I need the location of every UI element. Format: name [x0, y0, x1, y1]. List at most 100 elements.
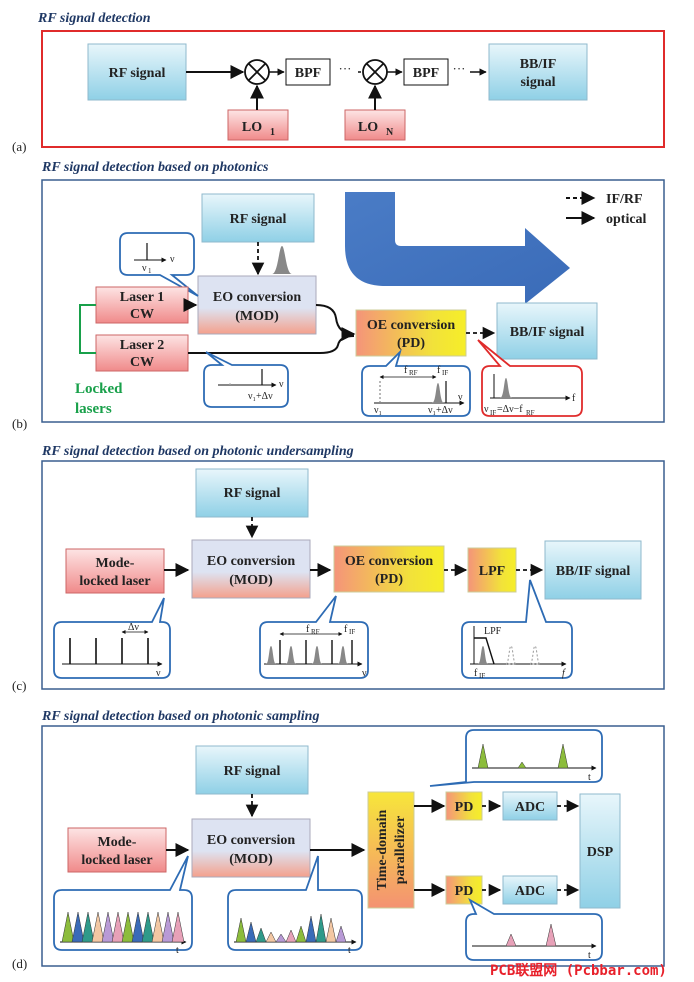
adc-2-label: ADC: [515, 884, 545, 899]
panel-b-oe-label2: (PD): [397, 336, 425, 351]
d-mll-t: t: [176, 945, 179, 956]
pulse-train-lines: [69, 638, 149, 664]
spectrum3-nu2: ν₁+Δν: [428, 405, 453, 416]
bpf-1-label: BPF: [295, 66, 321, 81]
locked-label-2: lasers: [75, 401, 112, 417]
callout-d-mod-pulses: [227, 855, 363, 951]
panel-c-oe-label2: (PD): [375, 572, 403, 587]
callout-d-ch1: [429, 729, 603, 787]
d-mod-t: t: [348, 945, 351, 956]
laser-2-box: [95, 334, 189, 372]
d-mod-pulse-triangles: [235, 913, 347, 943]
rf-signal-label: RF signal: [109, 66, 166, 81]
spectrum3-nu: ν: [458, 392, 463, 403]
panel-d-tag: (d): [12, 956, 27, 971]
dnu-label: Δν: [128, 622, 139, 633]
callout-c-lpf-response: [461, 579, 573, 679]
lon-label: LO: [358, 120, 378, 135]
laser-2-label2: CW: [130, 355, 154, 370]
lpf-pass-pulse: [478, 646, 488, 664]
panel-c-out-label: BB/IF signal: [556, 564, 631, 579]
panel-c-oe-box: [333, 545, 445, 593]
d-ch1-t: t: [588, 772, 591, 783]
arrow-eo-oe: [315, 304, 356, 341]
dsp-label: DSP: [587, 845, 614, 860]
laser-2-label1: Laser 2: [120, 338, 164, 353]
fif-sub: IF: [442, 369, 448, 377]
c-fif-label: f: [344, 624, 348, 635]
mod-spectrum-lines: [279, 640, 353, 664]
c-fif-sub: IF: [349, 628, 355, 636]
ellipsis-2: ···: [453, 61, 466, 76]
lpf-fif-sub: IF: [479, 672, 485, 680]
panel-d-eo-label2: (MOD): [229, 852, 273, 867]
panel-c-out-box: [544, 540, 642, 600]
panel-b-eo-box: [197, 275, 317, 335]
lpf-reject-pulse-1: [505, 645, 517, 665]
legend-optical: optical: [606, 212, 647, 227]
locked-label-1: Locked: [75, 381, 123, 397]
panel-d: RF signal detection based on photonic sa…: [12, 709, 665, 971]
dsp-box: [579, 793, 621, 909]
panel-b-oe-box: [355, 309, 467, 357]
mixer-n-icon: [362, 59, 388, 85]
mixer-1-icon: [244, 59, 270, 85]
panel-d-title: RF signal detection based on photonic sa…: [41, 709, 319, 724]
spectrum4-if-pulse: [500, 378, 512, 398]
adc-1-box: [502, 791, 558, 821]
panel-b-eo-label1: EO conversion: [213, 290, 301, 305]
callout-laser1-spectrum: [119, 232, 199, 297]
laser-1-label1: Laser 1: [120, 290, 164, 305]
panel-d-mll-label2: locked laser: [81, 853, 152, 868]
frf-label: f: [404, 365, 408, 376]
callout-laser2-spectrum: [203, 351, 289, 408]
lon-subscript: N: [386, 127, 394, 138]
panel-b-rf-box: [201, 193, 315, 243]
panel-b-title: RF signal detection based on photonics: [41, 160, 269, 175]
lpf-f: f: [562, 668, 566, 679]
panel-d-mll-label1: Mode-: [98, 835, 137, 850]
laser-1-box: [95, 286, 189, 324]
ellipsis-1: ···: [339, 61, 352, 76]
panel-d-rf-label: RF signal: [224, 764, 281, 779]
lpf-reject-pulse-2: [529, 645, 541, 665]
d-mll-pulse-triangles: [61, 911, 185, 943]
bb-if-label-line1: BB/IF: [520, 57, 557, 72]
lo1-subscript: 1: [270, 127, 275, 138]
panel-a-title: RF signal detection: [37, 11, 151, 26]
spectrum1-nu: ν: [170, 254, 175, 265]
callout-oe-spectrum: [361, 348, 471, 417]
spectrum4-f: f: [572, 393, 576, 404]
vif-sub2: RF: [526, 409, 535, 417]
callout-c-pulse-train: [53, 597, 171, 679]
panel-c-rf-box: [195, 468, 309, 518]
spectrum2-nu: ν: [279, 379, 284, 390]
lpf-response-curve: [474, 637, 495, 665]
panel-c-mll-label1: Mode-: [96, 556, 135, 571]
panel-b-out-label: BB/IF signal: [510, 325, 585, 340]
tdp-label2: parallelizer: [393, 816, 408, 884]
spectrum2-nu1-dnu: ν₁+Δν: [248, 391, 273, 402]
panel-c-lpf-label: LPF: [479, 564, 505, 579]
spectrum1-nu1-sub: 1: [148, 267, 152, 275]
fif-label: f: [437, 365, 441, 376]
d-ch1-pulse-2: [517, 761, 527, 769]
panel-b-eo-label2: (MOD): [235, 309, 279, 324]
pd-2-box: [445, 875, 483, 905]
watermark: PCB联盟网 (Pcbbar.com): [490, 963, 667, 979]
c-frf-sub: RF: [311, 628, 320, 636]
panel-b: RF signal detection based on photonics (…: [12, 160, 665, 431]
legend-if-rf: IF/RF: [606, 192, 643, 207]
panel-c-oe-label1: OE conversion: [345, 554, 433, 569]
bpf-n-label: BPF: [413, 66, 439, 81]
vif-sub: IF: [490, 409, 496, 417]
big-flow-arrow-icon: [345, 192, 570, 304]
panel-d-eo-box: [191, 818, 311, 878]
panel-b-oe-label1: OE conversion: [367, 318, 455, 333]
d-ch2-pulse-1: [505, 933, 517, 947]
c-frf-label: f: [306, 624, 310, 635]
panel-d-eo-label1: EO conversion: [207, 833, 295, 848]
bb-if-label-line2: signal: [520, 75, 555, 90]
d-ch2-pulse-2: [545, 923, 557, 947]
